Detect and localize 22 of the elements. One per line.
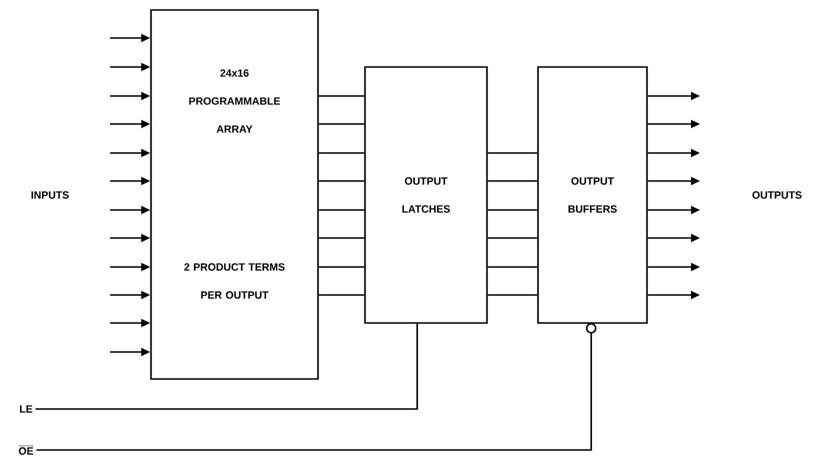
- signal-line: [488, 237, 538, 239]
- signal-label: OE: [18, 446, 34, 455]
- latch-box: OUTPUT LATCHES: [364, 66, 488, 324]
- signal-line: [318, 209, 364, 211]
- signal-line: [488, 294, 538, 296]
- signal-line: [318, 237, 364, 239]
- signal-line: [488, 266, 538, 268]
- buffer-box: OUTPUT BUFFERS: [537, 66, 648, 324]
- signal-line: [488, 180, 538, 182]
- signal-label: LE: [20, 405, 32, 413]
- signal-line: [318, 266, 364, 268]
- control-line: [36, 324, 418, 410]
- signal-line: [488, 152, 538, 154]
- side-label: OUTPUTS: [752, 191, 802, 199]
- signal-line: [318, 95, 364, 97]
- signal-line: [318, 180, 364, 182]
- signal-line: [318, 294, 364, 296]
- signal-line: [318, 123, 364, 125]
- signal-line: [318, 152, 364, 154]
- signal-line: [488, 209, 538, 211]
- array-box: 24x16 PROGRAMMABLE ARRAY 2 PRODUCT TERMS PER OUTPUT: [150, 9, 319, 380]
- side-label: INPUTS: [32, 191, 69, 199]
